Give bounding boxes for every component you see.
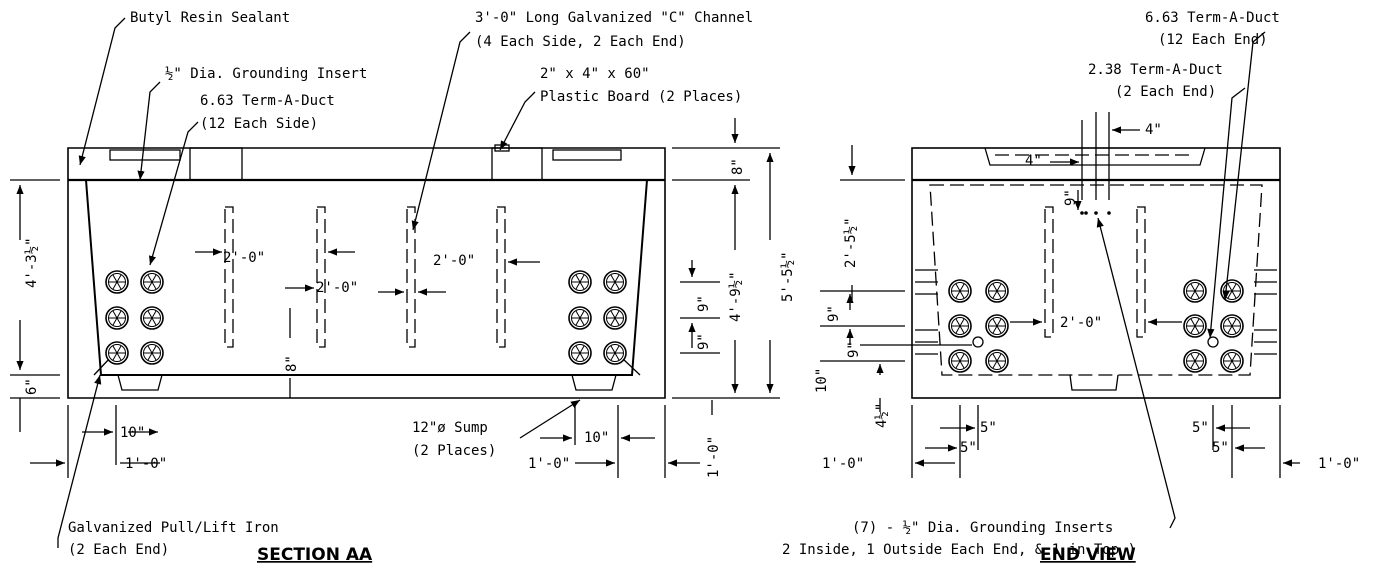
dim-end-span: 2'-0"	[1060, 315, 1102, 331]
label-channel-1: 3'-0" Long Galvanized "C" Channel	[475, 10, 753, 26]
dim-top-4b: 4"	[1145, 122, 1162, 138]
label-duct-1: 6.63 Term-A-Duct	[200, 93, 335, 109]
dim-end-10: 10"	[814, 368, 830, 393]
label-inserts-1: (7) - ½" Dia. Grounding Inserts	[852, 520, 1113, 536]
dim-r5b: 5"	[1212, 440, 1229, 456]
label-board-2: Plastic Board (2 Places)	[540, 89, 742, 105]
dim-height-total: 5'-5½"	[780, 251, 796, 302]
dim-end-height: 2'-5½"	[843, 217, 859, 268]
section-aa	[10, 17, 780, 548]
label-inserts-2: 2 Inside, 1 Outside Each End, & 1 in Top…	[782, 542, 1136, 558]
dim-left-1: 1'-0"	[125, 456, 167, 472]
dim-end-9b: 9"	[846, 341, 862, 358]
label-duct-2: (12 Each Side)	[200, 116, 318, 132]
label-channel-2: (4 Each Side, 2 Each End)	[475, 34, 686, 50]
label-board-1: 2" x 4" x 60"	[540, 66, 650, 82]
dim-nine: 9"	[1063, 189, 1079, 206]
title-section-aa: SECTION AA	[257, 545, 373, 565]
dim-l5a: 5"	[980, 420, 997, 436]
dim-height-mid: 4'-9½"	[728, 271, 744, 322]
dim-l1: 1'-0"	[822, 456, 864, 472]
dim-bottom: 6"	[24, 378, 40, 395]
dim-top: 8"	[730, 158, 746, 175]
dim-spacing-a: 2'-0"	[223, 250, 265, 266]
dim-r1: 1'-0"	[1318, 456, 1360, 472]
end-view	[820, 31, 1300, 529]
label-end-duct-large-1: 6.63 Term-A-Duct	[1145, 10, 1280, 26]
dim-duct-1: 9"	[696, 295, 712, 312]
dim-end-4: 4½"	[874, 403, 890, 428]
dim-floor: 8"	[284, 355, 300, 372]
dim-spacing-c: 2'-0"	[433, 253, 475, 269]
label-pull-2: (2 Each End)	[68, 542, 169, 558]
label-end-duct-small-2: (2 Each End)	[1115, 84, 1216, 100]
label-sealant: Butyl Resin Sealant	[130, 10, 290, 26]
dim-spacing-b: 2'-0"	[316, 280, 358, 296]
label-sump-2: (2 Places)	[412, 443, 496, 459]
dim-left-10: 10"	[120, 425, 145, 441]
dim-top-4a: 4"	[1025, 153, 1042, 169]
end-ducts	[948, 279, 1244, 373]
section-text: Butyl Resin Sealant ½" Dia. Grounding In…	[24, 10, 796, 565]
label-pull-1: Galvanized Pull/Lift Iron	[68, 520, 279, 536]
dim-l5b: 5"	[960, 440, 977, 456]
label-end-duct-small-1: 2.38 Term-A-Duct	[1088, 62, 1223, 78]
dim-right-10: 10"	[584, 430, 609, 446]
label-grounding-insert: ½" Dia. Grounding Insert	[165, 66, 367, 82]
channel-group	[224, 206, 506, 348]
label-sump-1: 12"ø Sump	[412, 420, 488, 436]
section-cavity	[84, 179, 649, 376]
label-end-duct-large-2: (12 Each End)	[1158, 32, 1268, 48]
dim-end-9a: 9"	[826, 305, 842, 322]
dim-duct-2: 9"	[696, 333, 712, 350]
dim-height-inner: 4'-3½"	[24, 237, 40, 288]
end-text: 6.63 Term-A-Duct (12 Each End) 2.38 Term…	[782, 10, 1360, 565]
dim-r5a: 5"	[1192, 420, 1209, 436]
dim-right-1: 1'-0"	[528, 456, 570, 472]
dim-wall-1: 1'-0"	[706, 436, 722, 478]
title-end-view: END VIEW	[1040, 545, 1136, 565]
